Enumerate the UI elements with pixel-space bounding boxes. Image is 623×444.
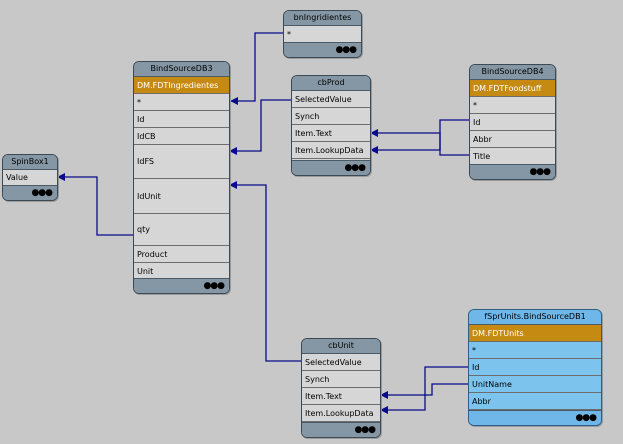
link-qty-to-spinbox-value — [57, 173, 134, 236]
field-idcb[interactable]: IdCB — [134, 128, 229, 145]
node-title: fSprUnits.BindSourceDB1 — [469, 310, 601, 325]
node-footer: ●●● — [292, 160, 370, 175]
node-footer: ●●● — [134, 278, 229, 293]
node-footer: ●●● — [3, 185, 57, 200]
field-abbr[interactable]: Abbr — [469, 393, 601, 410]
field-selectedvalue[interactable]: SelectedValue — [302, 354, 380, 371]
link-foodstuff-id-to-cbprod-lookupdata — [370, 119, 469, 154]
field-star[interactable]: * — [469, 342, 601, 359]
field-abbr[interactable]: Abbr — [470, 131, 555, 148]
more-icon[interactable]: ●●● — [203, 281, 225, 291]
field-id[interactable]: Id — [470, 114, 555, 131]
dataset-label: DM.FDTFoodstuff — [470, 80, 555, 97]
field-star[interactable]: * — [284, 26, 361, 43]
more-icon[interactable]: ●●● — [354, 425, 376, 435]
more-icon[interactable]: ●●● — [575, 413, 597, 423]
field-synch[interactable]: Synch — [292, 108, 370, 125]
field-star[interactable]: * — [470, 97, 555, 114]
field-item-lookupdata[interactable]: Item.LookupData — [292, 142, 370, 159]
cbprod-node[interactable]: cbProd SelectedValue Synch Item.Text Ite… — [291, 75, 371, 176]
link-units-unitname-to-cbunit-itemtext — [380, 383, 468, 399]
more-icon[interactable]: ●●● — [344, 163, 366, 173]
field-item-text[interactable]: Item.Text — [302, 388, 380, 405]
node-footer: ●●● — [284, 42, 361, 57]
bindsourcedb3-node[interactable]: BindSourceDB3 DM.FDTIngredientes * Id Id… — [133, 61, 230, 294]
field-qty[interactable]: qty — [134, 214, 229, 246]
node-title: BindSourceDB3 — [134, 62, 229, 77]
field-value[interactable]: Value — [3, 170, 57, 186]
cbunit-node[interactable]: cbUnit SelectedValue Synch Item.Text Ite… — [301, 338, 381, 438]
node-title: cbProd — [292, 76, 370, 91]
link-cbunit-selectedvalue-to-idunit — [229, 181, 301, 362]
field-unitname[interactable]: UnitName — [469, 376, 601, 393]
field-id[interactable]: Id — [134, 111, 229, 128]
bindsourcedb4-node[interactable]: BindSourceDB4 DM.FDTFoodstuff * Id Abbr … — [469, 64, 556, 180]
field-idunit[interactable]: IdUnit — [134, 179, 229, 214]
field-product[interactable]: Product — [134, 246, 229, 263]
node-footer: ●●● — [470, 164, 555, 179]
spinbox1-node[interactable]: SpinBox1 Value ●●● — [2, 154, 58, 201]
more-icon[interactable]: ●●● — [529, 167, 551, 177]
node-title: SpinBox1 — [3, 155, 57, 170]
field-title[interactable]: Title — [470, 148, 555, 165]
dataset-label: DM.FDTIngredientes — [134, 77, 229, 94]
more-icon[interactable]: ●●● — [335, 45, 357, 55]
node-title: cbUnit — [302, 339, 380, 354]
field-idfs[interactable]: IdFS — [134, 145, 229, 179]
node-title: BindSourceDB4 — [470, 65, 555, 80]
field-selectedvalue[interactable]: SelectedValue — [292, 91, 370, 108]
dataset-label: DM.FDTUnits — [469, 325, 601, 342]
node-footer: ●●● — [302, 422, 380, 437]
field-id[interactable]: Id — [469, 359, 601, 376]
bningridientes-node[interactable]: bnIngridientes * ●●● — [283, 10, 362, 58]
fsprunits-node[interactable]: fSprUnits.BindSourceDB1 DM.FDTUnits * Id… — [468, 309, 602, 426]
more-icon[interactable]: ●●● — [31, 188, 53, 198]
field-item-text[interactable]: Item.Text — [292, 125, 370, 142]
field-item-lookupdata[interactable]: Item.LookupData — [302, 405, 380, 422]
node-footer: ●●● — [469, 410, 601, 425]
link-ingredientes-star-to-bningridientes — [230, 32, 283, 105]
field-star[interactable]: * — [134, 94, 229, 111]
field-synch[interactable]: Synch — [302, 371, 380, 388]
link-units-id-to-cbunit-lookupdata — [380, 366, 468, 414]
link-cbprod-selectedvalue-to-idfs — [229, 99, 291, 155]
link-foodstuff-title-to-cbprod-itemtext — [370, 129, 469, 156]
node-title: bnIngridientes — [284, 11, 361, 26]
